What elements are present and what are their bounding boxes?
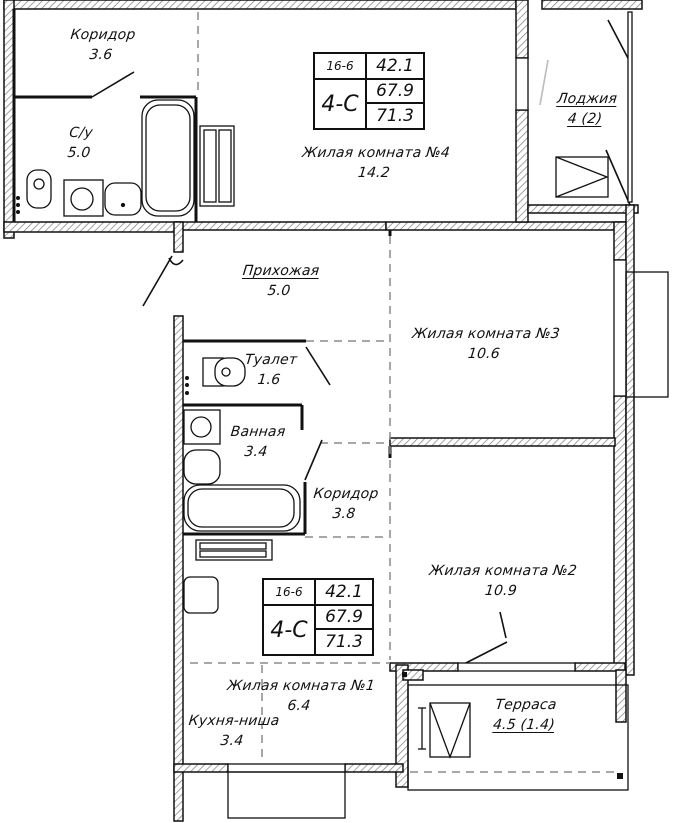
stamp-type: 4-С xyxy=(315,80,367,128)
area-stamp-top: 16-6 4-С 42.1 67.9 71.3 xyxy=(313,52,425,130)
stamp-total-area-with-balconies: 71.3 xyxy=(325,632,363,652)
stamp-code: 16-6 xyxy=(315,54,367,80)
area-stamp-bottom: 16-6 4-С 42.1 67.9 71.3 xyxy=(262,578,374,656)
room-label-living-room-1: Жилая комната №1 6.4 xyxy=(226,678,376,714)
windows xyxy=(227,11,669,819)
stamp-living-area: 42.1 xyxy=(367,54,423,80)
room-label-corridor-middle: Коридор 3.8 xyxy=(312,486,380,522)
riser-dots xyxy=(16,196,623,779)
room-label-kitchen-niche: Кухня-ниша 3.4 xyxy=(187,713,281,749)
stamp-living-area: 42.1 xyxy=(316,580,372,606)
room-label-terrace: Терраса 4.5 (1.4) xyxy=(492,697,558,733)
room-label-toilet: Туалет 1.6 xyxy=(244,352,299,388)
walls xyxy=(3,0,643,822)
doors xyxy=(91,19,631,666)
room-label-living-room-2: Жилая комната №2 10.9 xyxy=(428,563,578,599)
room-label-bathroom-combined: С/у 5.0 xyxy=(66,125,94,161)
stamp-code: 16-6 xyxy=(264,580,316,606)
stamp-total-area: 67.9 xyxy=(316,606,372,630)
room-label-loggia: Лоджия 4 (2) xyxy=(556,91,618,127)
room-label-living-room-4: Жилая комната №4 14.2 xyxy=(301,145,451,181)
room-label-bathroom: Ванная 3.4 xyxy=(229,424,287,460)
room-label-living-room-3: Жилая комната №3 10.6 xyxy=(411,326,561,362)
stamp-total-area: 67.9 xyxy=(367,80,423,104)
fixtures xyxy=(26,99,609,759)
stamp-type: 4-С xyxy=(264,606,316,654)
room-label-corridor-top: Коридор 3.6 xyxy=(69,27,137,63)
stamp-total-area-with-balconies: 71.3 xyxy=(376,106,414,126)
room-label-hallway: Прихожая 5.0 xyxy=(241,263,321,299)
zone-lines xyxy=(190,12,620,773)
